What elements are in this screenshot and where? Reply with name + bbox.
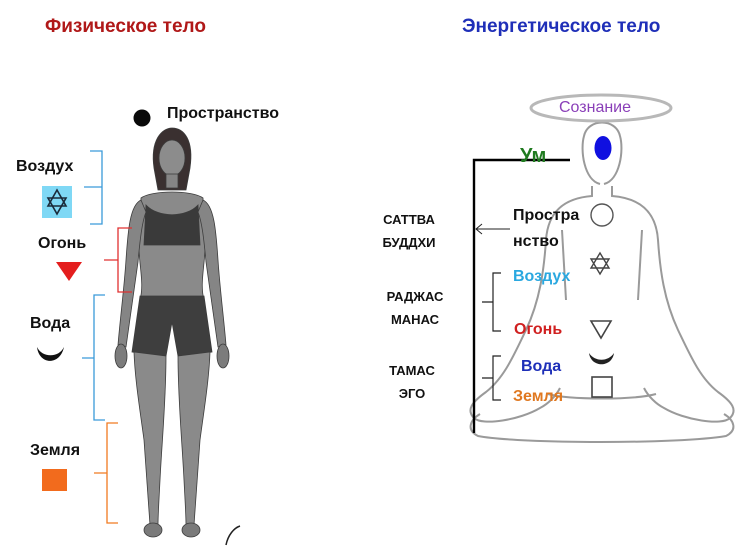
down-triangle-icon	[56, 262, 82, 281]
air-label: Воздух	[16, 158, 74, 175]
arrow-icon	[475, 223, 483, 235]
earth-label: Земля	[30, 442, 81, 459]
rajas-label: РАДЖАС МАНАС	[380, 285, 450, 331]
space-label: Пространство	[167, 105, 280, 122]
water-label-right: Вода	[521, 358, 562, 375]
earth-label-right: Земля	[513, 388, 564, 405]
third-eye-icon	[594, 136, 612, 160]
fire-label-right: Огонь	[514, 321, 563, 338]
star-of-david-icon	[42, 186, 72, 218]
fire-label: Огонь	[38, 235, 87, 252]
mind-line	[472, 158, 570, 433]
heart-star-icon	[589, 251, 611, 276]
sattva-label: САТТВА БУДДХИ	[374, 208, 444, 254]
water-bracket	[82, 294, 105, 421]
space-label-right-2: нство	[513, 233, 559, 250]
sattva-line-1: САТТВА	[383, 212, 435, 227]
mind-label: Ум	[520, 145, 547, 167]
space-label-right-1: Простра	[513, 207, 580, 224]
earth-square-icon	[591, 376, 613, 398]
consciousness-label: Сознание	[559, 99, 632, 116]
tamas-line-1: ТАМАС	[389, 363, 435, 378]
tamas-label: ТАМАС ЭГО	[377, 359, 447, 405]
corner-arc	[225, 525, 241, 546]
rajas-line-2: МАНАС	[390, 312, 440, 327]
water-crescent-icon	[589, 353, 614, 365]
air-bracket	[84, 150, 103, 225]
air-label-right: Воздух	[513, 268, 571, 285]
fire-bracket	[104, 227, 132, 293]
space-dot-icon	[133, 109, 151, 127]
rajas-line-1: РАДЖАС	[386, 289, 444, 304]
throat-circle-icon	[590, 203, 614, 227]
tamas-line-2: ЭГО	[398, 386, 426, 401]
physical-body-title: Физическое тело	[45, 16, 206, 37]
sattva-line-2: БУДДХИ	[382, 235, 436, 250]
tamas-bracket	[482, 355, 501, 401]
square-icon	[42, 469, 67, 491]
earth-bracket	[94, 422, 118, 524]
physical-body-figure	[114, 127, 230, 538]
energy-body-title: Энергетическое тело	[462, 16, 661, 37]
rajas-bracket	[482, 272, 501, 332]
halo-icon	[529, 93, 673, 123]
meditating-figure	[469, 121, 735, 443]
fire-triangle-icon	[589, 320, 613, 340]
water-label: Вода	[30, 315, 71, 332]
crescent-icon	[37, 347, 64, 361]
